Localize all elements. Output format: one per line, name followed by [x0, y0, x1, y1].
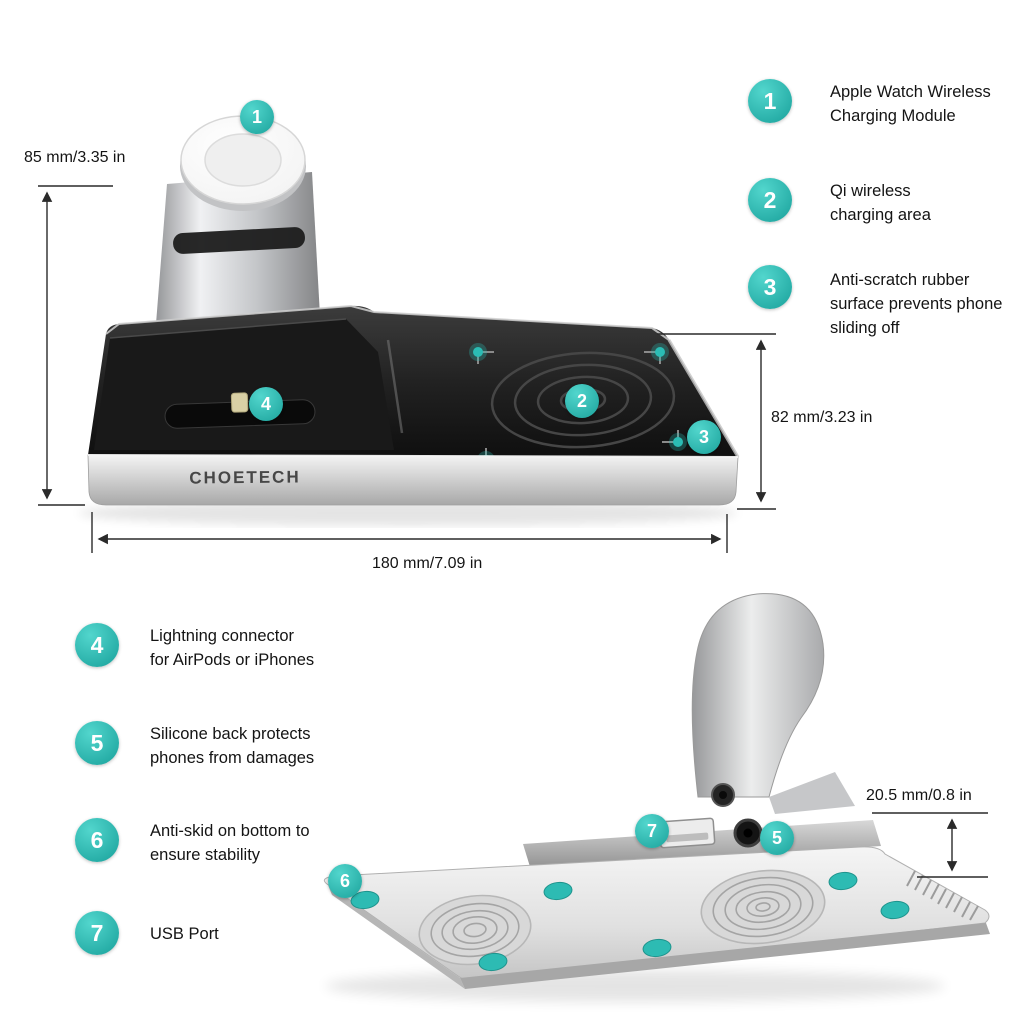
legend-badge-4: 4	[75, 623, 119, 667]
legend-label-2-line1: Qi wireless	[830, 182, 911, 200]
stand-base-wedge	[94, 319, 394, 450]
legend-label-4-line1: Lightning connector	[150, 627, 295, 645]
legend-label-4: Lightning connector for AirPods or iPhon…	[150, 624, 314, 672]
deck-seam	[386, 339, 404, 434]
base-front-face	[87, 454, 739, 506]
legend-label-1: Apple Watch Wireless Charging Module	[830, 80, 991, 128]
legend-label-5-line1: Silicone back protects	[150, 725, 311, 743]
usb-port	[658, 817, 716, 849]
marker-6: 6	[328, 864, 362, 898]
wedge-highlight	[109, 318, 347, 339]
plate-front-edge	[460, 923, 990, 989]
legend-label-1-line1: Apple Watch Wireless	[830, 83, 991, 101]
dc-jack	[733, 818, 763, 848]
legend-label-6-line1: Anti-skid on bottom to	[150, 822, 310, 840]
legend-badge-6: 6	[75, 818, 119, 862]
bottom-shadow	[325, 970, 945, 1002]
anti-skid-pad-right	[700, 869, 826, 945]
legend-label-2: Qi wireless charging area	[830, 179, 931, 227]
legend-label-3: Anti-scratch rubber surface prevents pho…	[830, 268, 1002, 340]
brand-logo: CHOETECH	[189, 467, 301, 488]
marker-4: 4	[249, 387, 283, 421]
legend-badge-7: 7	[75, 911, 119, 955]
legend-badge-5: 5	[75, 721, 119, 765]
marker-1: 1	[240, 100, 274, 134]
legend-label-3-line2: surface prevents phone	[830, 295, 1003, 313]
legend-label-3-line1: Anti-scratch rubber	[830, 271, 970, 289]
watch-charging-module	[180, 115, 306, 211]
main-product-view	[78, 115, 740, 526]
legend-label-2-line2: charging area	[830, 206, 931, 224]
legend-badge-2: 2	[748, 178, 792, 222]
qi-charging-area	[490, 351, 676, 449]
deck-back-rim	[105, 304, 670, 341]
legend-label-5-line2: phones from damages	[150, 749, 315, 767]
base-front-edge-highlight	[87, 454, 739, 458]
height-dim-label: 85 mm/3.35 in	[24, 149, 126, 166]
legend-label-1-line2: Charging Module	[830, 107, 956, 125]
legend-label-4-line2: for AirPods or iPhones	[150, 651, 315, 669]
legend-label-7-line1: USB Port	[150, 925, 219, 943]
legend-label-7: USB Port	[150, 922, 219, 946]
legend-badge-3: 3	[748, 265, 792, 309]
marker-7: 7	[635, 814, 669, 848]
legend-label-6-line2: ensure stability	[150, 846, 261, 864]
legend-badge-1: 1	[748, 79, 792, 123]
plate-left-edge	[328, 885, 465, 989]
legend-label-6: Anti-skid on bottom to ensure stability	[150, 819, 310, 867]
edge-ribs	[906, 870, 979, 921]
rubber-feet	[350, 871, 910, 972]
deck-right-rim	[667, 339, 740, 458]
thickness-dim-label: 20.5 mm/0.8 in	[866, 787, 972, 804]
marker-2: 2	[565, 384, 599, 418]
main-shadow	[78, 500, 738, 526]
legend-label-3-line3: sliding off	[830, 319, 900, 337]
marker-3: 3	[687, 420, 721, 454]
depth-dim-label: 82 mm/3.23 in	[771, 409, 873, 426]
legend-label-5: Silicone back protects phones from damag…	[150, 722, 314, 770]
width-dim-label: 180 mm/7.09 in	[372, 555, 483, 572]
marker-5: 5	[760, 821, 794, 855]
stand-arm-back	[691, 593, 855, 814]
connector-knob	[711, 783, 735, 807]
